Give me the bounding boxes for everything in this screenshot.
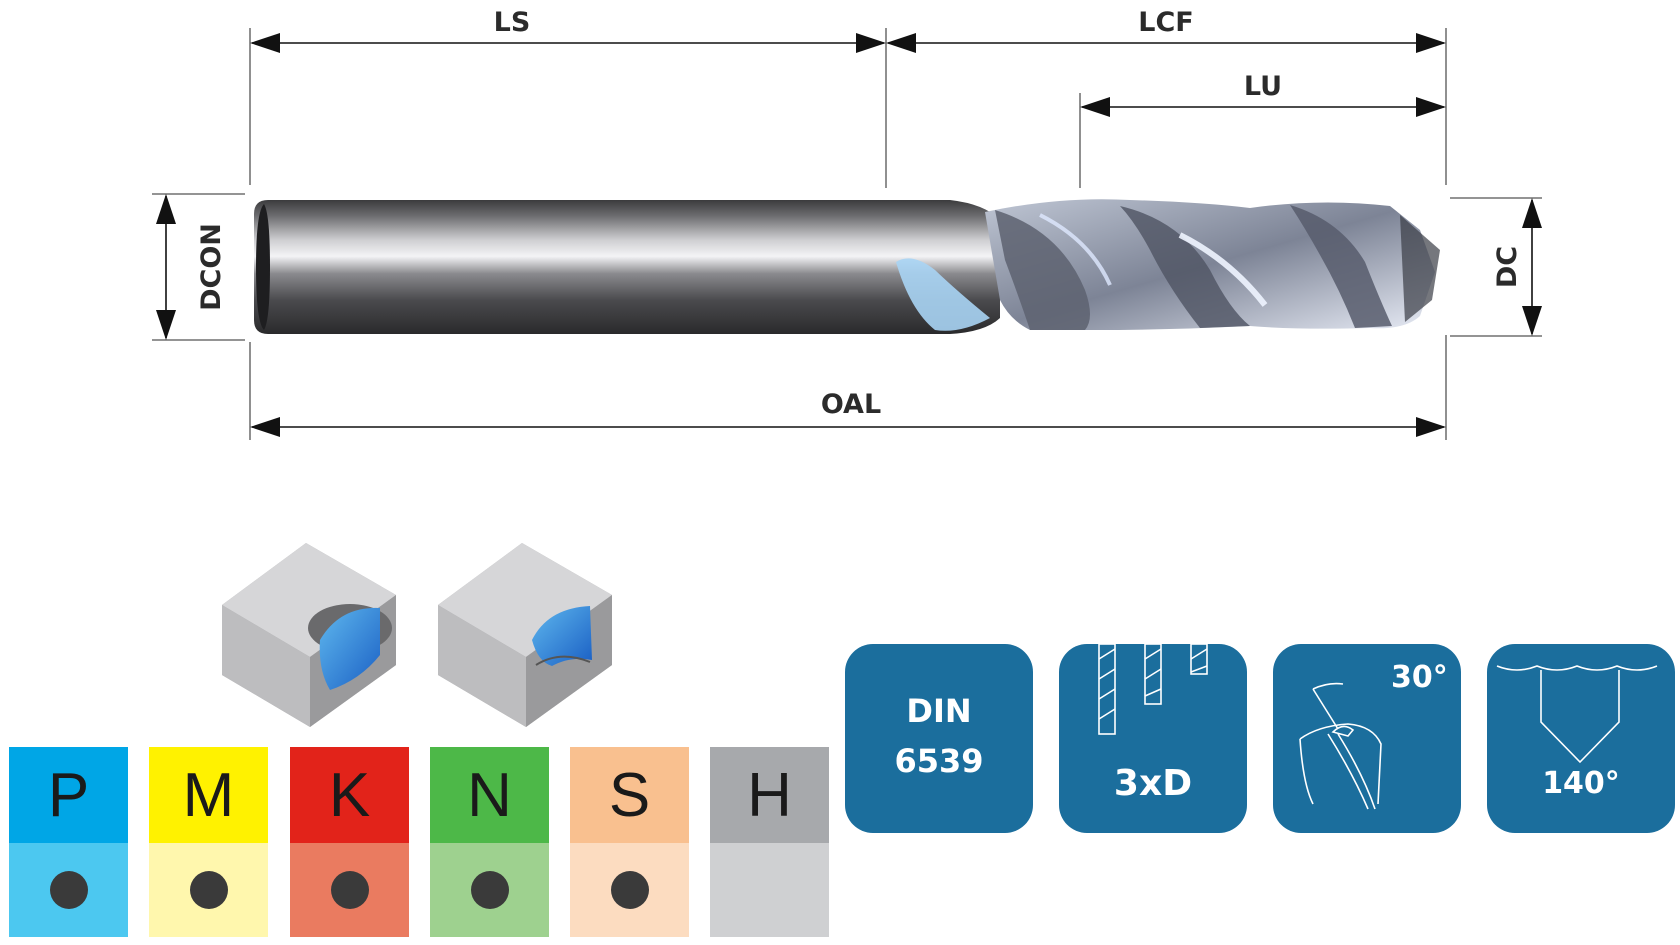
material-letter-n: N	[430, 747, 549, 843]
material-group-n: N	[430, 747, 549, 937]
shank-chamfer	[256, 204, 270, 330]
helix-angle-badge: 30°	[1273, 644, 1461, 833]
ls-label: LS	[494, 7, 531, 38]
suitable-dot-m	[189, 871, 228, 909]
suitable-dot-k	[330, 871, 369, 909]
helix-angle-label: 30°	[1391, 660, 1448, 695]
oal-label: OAL	[821, 389, 881, 420]
material-letter-m: M	[149, 747, 268, 843]
lu-label: LU	[1244, 71, 1282, 102]
depth-label: 3xD	[1113, 763, 1193, 804]
drilling-depth-badge: 3xD	[1059, 644, 1247, 833]
material-letter-k: K	[290, 747, 409, 843]
din-label: DIN	[906, 692, 972, 730]
dimension-lines	[156, 33, 1542, 437]
extension-lines	[152, 28, 1542, 440]
material-group-s: S	[570, 747, 689, 937]
suitable-dot-n	[470, 871, 509, 909]
point-angle-label: 140°	[1542, 766, 1620, 801]
point-angle-badge: 140°	[1487, 644, 1675, 833]
material-group-m: M	[149, 747, 268, 937]
material-letter-p: P	[9, 747, 128, 843]
drill-shank	[254, 200, 1000, 334]
material-group-p: P	[9, 747, 128, 937]
suitable-dot-s	[610, 871, 649, 909]
material-group-h: H	[710, 747, 829, 937]
depth-icon	[1098, 644, 1208, 735]
din-standard-badge: DIN 6539	[845, 644, 1033, 833]
din-number: 6539	[894, 742, 984, 780]
dc-label: DC	[1492, 246, 1523, 288]
through-hole-block-icon	[222, 543, 396, 727]
lcf-label: LCF	[1138, 7, 1193, 38]
dcon-label: DCON	[196, 223, 227, 311]
helix-angle-icon	[1299, 682, 1382, 810]
material-letter-s: S	[570, 747, 689, 843]
suitable-dot-p	[49, 871, 88, 909]
blind-hole-block-icon	[438, 543, 612, 727]
material-letter-h: H	[710, 747, 829, 843]
drill-tool-image	[254, 199, 1440, 334]
point-angle-icon	[1496, 665, 1658, 764]
material-group-k: K	[290, 747, 409, 937]
